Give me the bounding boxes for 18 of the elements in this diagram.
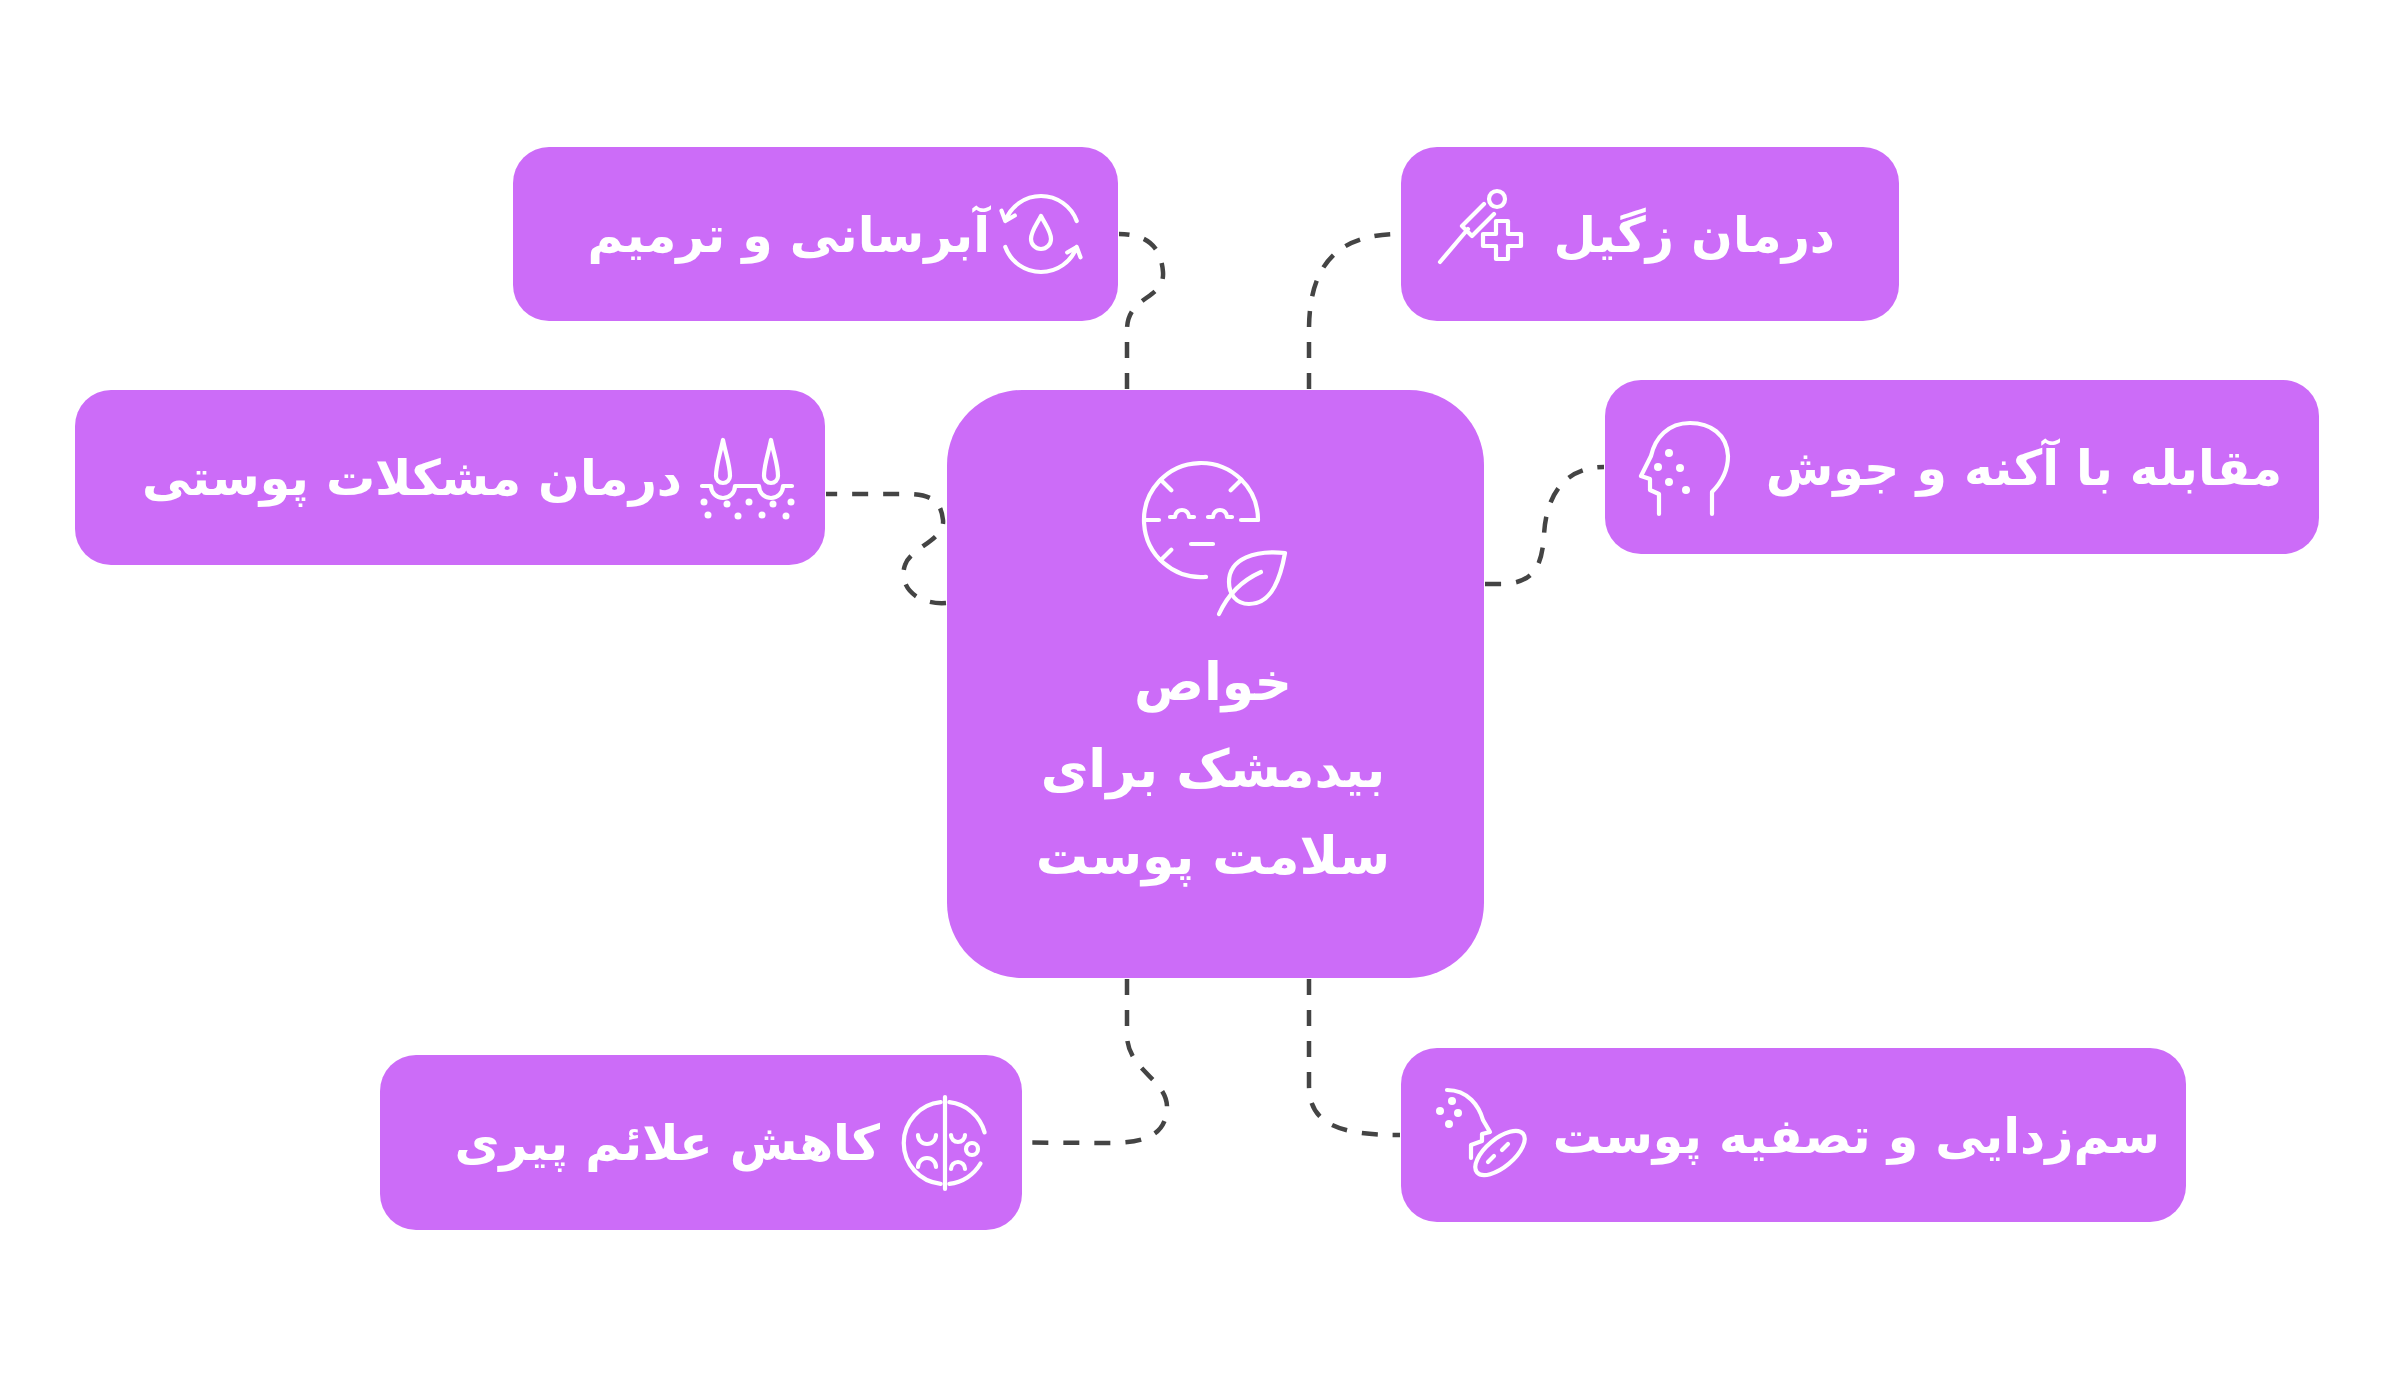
connector-line — [1306, 979, 1401, 1138]
connector-line — [1485, 464, 1605, 587]
topic-box — [1401, 147, 1899, 321]
topic-box — [1605, 380, 2319, 554]
topic-label: آبرسانی و ترمیم — [587, 204, 990, 266]
topic-label: سم‌زدایی و تصفیه پوست — [1552, 1107, 2160, 1167]
topic-box — [75, 390, 825, 565]
topic-box — [1401, 1048, 2186, 1222]
topic-label: درمان زگیل — [1553, 206, 1835, 266]
connector-line — [826, 491, 946, 606]
topic-box — [513, 147, 1118, 321]
center-box — [947, 390, 1484, 978]
topic-label: کاهش علائم پیری — [454, 1114, 880, 1174]
center-label: خواص بیدمشک برای سلامت پوست — [1034, 651, 1392, 889]
topic-label: درمان مشکلات پوستی — [141, 449, 682, 509]
connector-line — [1118, 231, 1166, 389]
topic-label: مقابله با آکنه و جوش — [1765, 437, 2282, 499]
topic-box — [380, 1055, 1022, 1230]
